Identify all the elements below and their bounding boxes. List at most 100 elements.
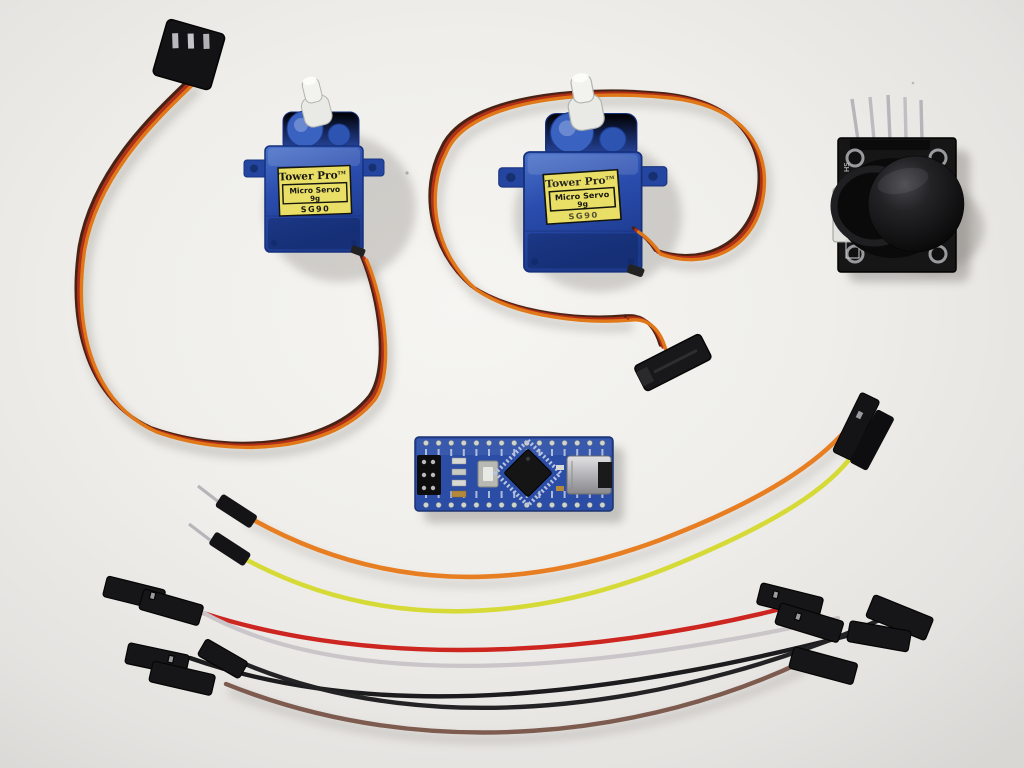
male-housing-yellow	[209, 532, 251, 566]
servo2-lead-front	[623, 226, 668, 351]
label-model-line2: 9g	[577, 199, 588, 208]
joystick-module: HS	[830, 94, 965, 273]
servo1-lead-shadow	[78, 84, 394, 459]
smd-cap	[556, 486, 564, 491]
case-screw	[351, 240, 357, 246]
female-housing-white-left	[138, 588, 204, 626]
case-screw	[627, 258, 635, 265]
mount-hole	[368, 163, 377, 172]
servo-connector-top-left	[152, 18, 226, 91]
header-pin	[919, 99, 924, 141]
highlight	[877, 167, 929, 195]
case-screw	[271, 240, 277, 246]
usb-opening	[598, 462, 612, 488]
label-model-code: SG90	[568, 210, 599, 222]
chip-package	[504, 449, 552, 497]
reset-button-plunger	[483, 467, 493, 481]
jumper-wire-orange	[240, 426, 850, 580]
label-model-code: SG90	[301, 204, 331, 214]
header-pin	[903, 96, 908, 141]
jumper-wire-brown	[223, 659, 805, 735]
servo2-lead-tail	[628, 318, 668, 351]
label-inner-box	[548, 186, 617, 212]
mcu-chip	[492, 437, 564, 509]
female-connectors-left	[102, 575, 248, 696]
servo-gear-cylinder-small	[327, 123, 351, 147]
connector-pin-contact	[172, 33, 179, 49]
connector-tip	[636, 366, 655, 387]
jumper-wire-red	[157, 594, 815, 653]
case-screw	[531, 258, 539, 265]
label-brand-text: Tower ProTM	[545, 174, 615, 190]
label-inner-box	[281, 181, 348, 205]
male-housing-orange	[215, 494, 257, 528]
housing-latch	[855, 410, 864, 420]
label-model-line1: Micro Servo	[555, 190, 611, 202]
orange-yellow-jumper-pair	[188, 392, 894, 614]
orange-jumper-shadow	[243, 433, 854, 588]
female-housing-black-right	[846, 620, 912, 653]
shaft-tip	[572, 73, 589, 83]
arduino-nano-board	[414, 436, 614, 512]
connector-pin-contact	[203, 33, 210, 49]
connector-pin-contact	[187, 33, 195, 49]
jumper-bundle-shadow	[227, 664, 807, 744]
chip-dot	[526, 456, 530, 461]
servo-output-shaft	[567, 73, 605, 131]
housing-latch	[167, 654, 175, 664]
female-housing-black2-left	[197, 638, 248, 679]
mount-hole	[648, 171, 658, 181]
housing-latch	[793, 611, 803, 622]
nano-pin-rows	[423, 440, 606, 508]
servo2-label: Tower ProTM Micro Servo 9g SG90	[542, 168, 622, 226]
jumper-wire-yellow	[233, 443, 862, 614]
servo-connector-mid-right	[634, 333, 712, 392]
icsp-header	[417, 455, 441, 495]
servo-output-shaft	[300, 76, 333, 128]
servo2-lead-shadow	[432, 96, 772, 333]
servo1-lead-wire	[74, 76, 388, 450]
wire-exit-grommet	[626, 264, 645, 277]
mount-hole	[250, 164, 258, 173]
female-connectors-right	[756, 582, 934, 685]
shaft-tip	[302, 76, 317, 86]
smd-components	[451, 457, 467, 498]
connector-slot	[653, 348, 698, 374]
male-pin-orange	[197, 484, 221, 505]
servo2-lead-stub	[636, 230, 663, 256]
housing-latch	[771, 590, 780, 600]
mount-hole	[506, 172, 516, 182]
wire-exit-grommet	[350, 245, 366, 257]
female-housing-brown-left	[148, 660, 216, 696]
female-housing-white-right	[774, 602, 844, 643]
servo-lower-case	[527, 233, 638, 269]
label-model-line1: Micro Servo	[289, 185, 340, 196]
servo1-label: Tower ProTM Micro Servo 9g SG90	[277, 164, 353, 217]
jumper-wire-bundle	[102, 575, 934, 735]
jumper-wire-black-1	[187, 629, 865, 699]
chip-pins	[492, 437, 564, 509]
jumper-wire-white	[199, 609, 841, 668]
label-brand-text: Tower ProTM	[278, 169, 346, 183]
servo-gear-cylinder-small	[599, 126, 627, 153]
silkscreen-label: HS	[843, 162, 851, 172]
header-pin	[850, 98, 860, 141]
header-pin	[868, 96, 876, 141]
servo-lower-case	[268, 218, 360, 249]
micro-servo-1: Tower ProTM Micro Servo 9g SG90	[243, 76, 385, 257]
header-pin	[886, 94, 892, 141]
housing-latch	[148, 591, 157, 601]
label-model-line2: 9g	[310, 195, 320, 203]
header-base	[850, 140, 930, 150]
male-pin-yellow	[188, 522, 211, 542]
micro-servo-2: Tower ProTM Micro Servo 9g SG90	[498, 73, 668, 277]
highlight	[268, 148, 360, 166]
servo2-lead-loop	[428, 89, 767, 323]
female-housing-brown-right	[788, 646, 858, 685]
servo2-lead-orange-strand	[433, 93, 767, 323]
servo1-lead-orange-strand	[79, 80, 388, 450]
female-housing-yellow	[850, 409, 894, 471]
smd-cap	[556, 465, 564, 470]
